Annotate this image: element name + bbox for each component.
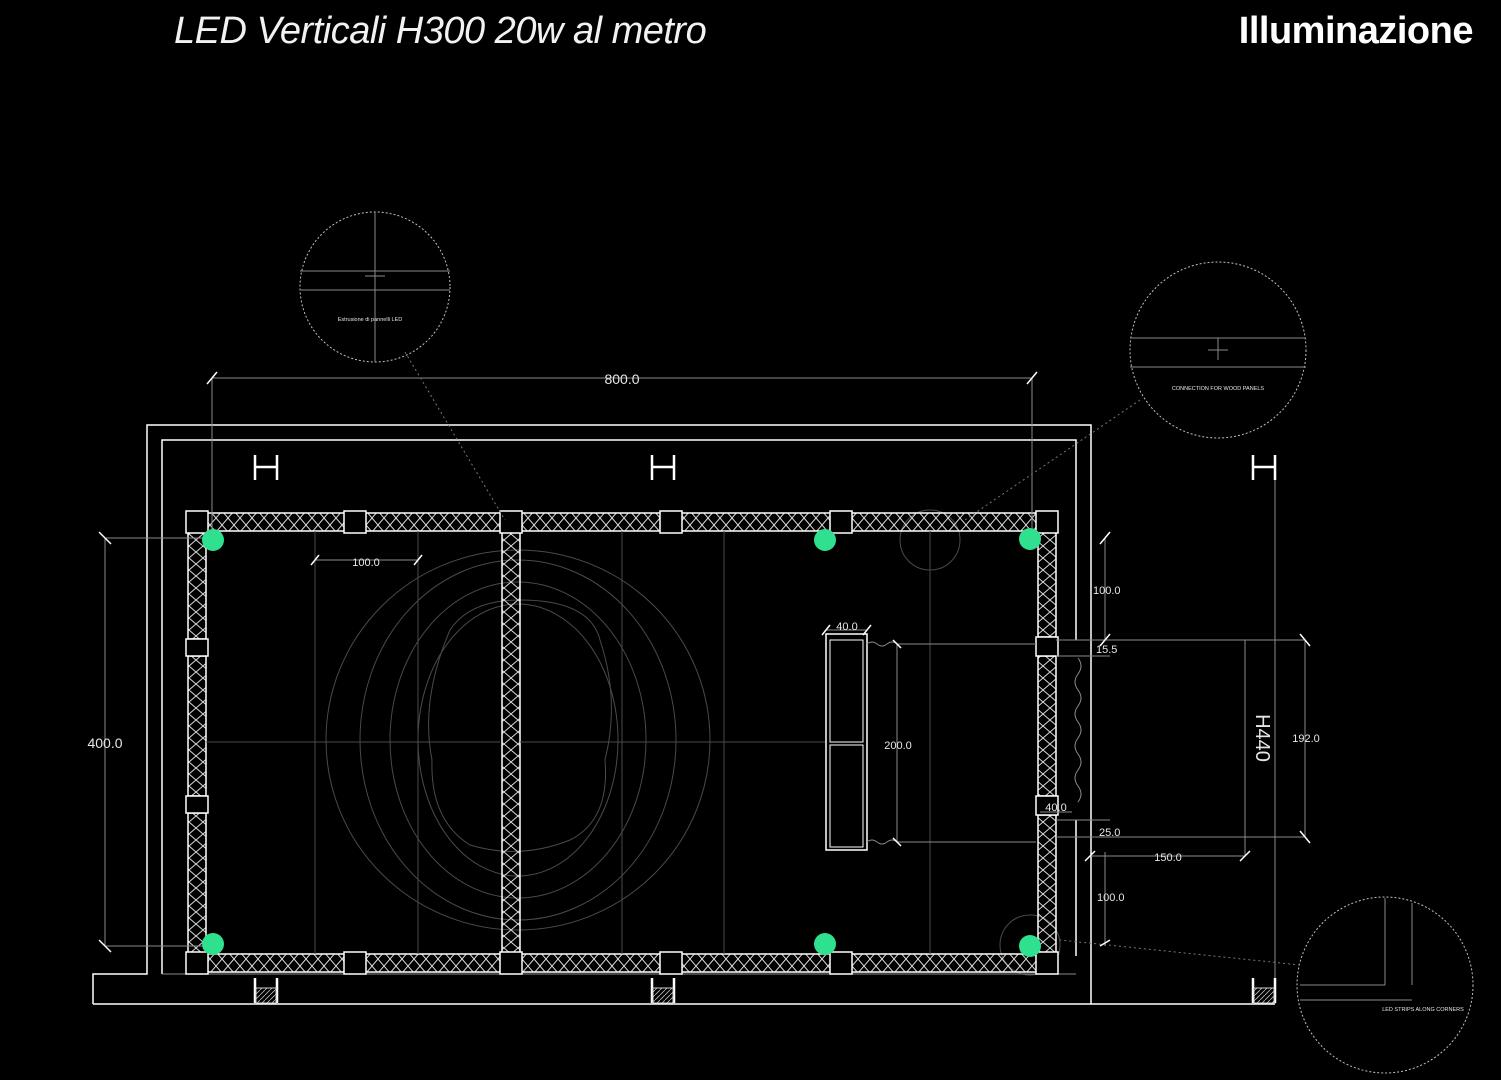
detail-callout-bottom-right xyxy=(1059,896,1474,1074)
led-light xyxy=(202,933,224,955)
dim-side-top: 100.0 xyxy=(1093,585,1121,597)
walls xyxy=(92,424,1276,1005)
detail-label-bottom-right: LED STRIPS ALONG CORNERS xyxy=(1382,1007,1464,1013)
dimension-lines xyxy=(104,377,1306,947)
dim-projection: 150.0 xyxy=(1154,852,1182,864)
detail-callout-top-right xyxy=(964,261,1307,521)
dimension-ticks xyxy=(98,371,1311,953)
led-light xyxy=(202,529,224,551)
dim-opening: 192.0 xyxy=(1292,733,1320,745)
dim-total-depth: 400.0 xyxy=(87,735,122,751)
dim-box-width: 40.0 xyxy=(836,621,857,633)
led-light xyxy=(814,933,836,955)
dim-door-jamb: 40.0 xyxy=(1045,802,1066,814)
led-light xyxy=(1019,528,1041,550)
led-light xyxy=(1019,935,1041,957)
drawing-title: Illuminazione xyxy=(1238,10,1474,52)
detail-label-top-right: CONNECTION FOR WOOD PANELS xyxy=(1172,386,1265,392)
dim-total-width: 800.0 xyxy=(604,371,639,387)
dim-step-a: 15.5 xyxy=(1096,644,1117,656)
dim-step-b: 25.0 xyxy=(1099,827,1120,839)
detail-callout-top-left xyxy=(299,211,506,521)
led-light xyxy=(814,529,836,551)
detail-label-top-left: Estrusione di pannelli LED xyxy=(338,317,403,323)
led-lights xyxy=(202,528,1041,957)
drawing-subtitle: LED Verticali H300 20w al metro xyxy=(174,10,707,52)
dim-bay: 100.0 xyxy=(352,557,380,569)
dim-box-height: 200.0 xyxy=(884,740,912,752)
display-box xyxy=(825,633,1082,851)
column-markers xyxy=(253,455,1277,1003)
dim-side-bottom: 100.0 xyxy=(1097,892,1125,904)
interior-grid xyxy=(206,531,931,954)
dim-height: H440 xyxy=(1251,714,1273,762)
